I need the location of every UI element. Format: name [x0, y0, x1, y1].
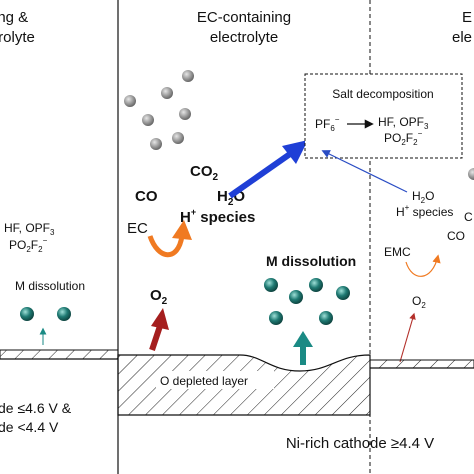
right-emc-label: EMC [384, 245, 411, 259]
right-emc-reaction-arrow [405, 254, 441, 277]
h-species-label: H+ species [180, 207, 255, 226]
gas-sphere [142, 114, 154, 126]
right-co-label: CO [447, 229, 465, 243]
dissolution-arrowhead [293, 331, 313, 347]
right-thin-blue-arrow [321, 150, 408, 193]
right-o2-label: O2 [412, 294, 426, 310]
right-header-line2: ele [452, 29, 472, 46]
left-cathode-surface [0, 349, 119, 360]
pf6-label: PF6− [315, 115, 340, 133]
right-h2o-label: H2O [412, 189, 434, 205]
gas-sphere [182, 70, 194, 82]
salt-hf-opf3: HF, OPF3 [378, 115, 429, 131]
left-hf-opf3: HF, OPF3 [4, 221, 55, 237]
left-header-line1: ing & [0, 9, 28, 26]
blue-arrow-to-salt-head [282, 140, 308, 164]
left-metal-ion-2 [57, 307, 71, 321]
right-gas-sphere [468, 168, 474, 180]
salt-po2f2: PO2F2− [384, 129, 423, 147]
metal-ion [319, 311, 333, 325]
ec-reaction-arrowhead [172, 220, 192, 240]
ec-reaction-arrow [147, 235, 185, 258]
co2-label: CO2 [190, 163, 219, 183]
gas-sphere [124, 95, 136, 107]
left-po2f2: PO2F2− [9, 236, 48, 254]
o-depleted-layer-label: O depleted layer [160, 374, 248, 388]
salt-decomposition-box [304, 73, 463, 159]
right-cathode-surface [369, 359, 474, 369]
center-m-dissolution: M dissolution [266, 253, 356, 269]
right-thin-red-arrow [399, 312, 416, 363]
blue-arrow-to-salt [228, 151, 292, 199]
right-c-fragment: C [464, 210, 473, 224]
center-header-line1: EC-containing [197, 9, 291, 26]
o2-release-arrowhead [151, 308, 169, 330]
left-bottom-line1: de ≤4.6 V & [0, 400, 72, 416]
co-label: CO [135, 188, 158, 205]
left-bottom-line2: de <4.4 V [0, 419, 59, 435]
gas-sphere [150, 138, 162, 150]
ec-label: EC [127, 220, 148, 237]
metal-ion [336, 286, 350, 300]
gas-sphere [179, 108, 191, 120]
gas-sphere [172, 132, 184, 144]
metal-ion [269, 311, 283, 325]
o-depleted-label-bg [156, 371, 274, 389]
gas-sphere [161, 87, 173, 99]
metal-ion [309, 278, 323, 292]
left-m-dissolution: M dissolution [15, 279, 85, 293]
center-header-line2: electrolyte [210, 29, 278, 46]
o2-release-arrow [149, 325, 163, 351]
right-h-species-label: H+ species [396, 203, 453, 219]
salt-decomposition-title: Salt decomposition [332, 87, 433, 101]
o2-label: O2 [150, 287, 168, 307]
metal-ion [289, 290, 303, 304]
left-metal-ion-1 [20, 307, 34, 321]
left-header-line2: trolyte [0, 29, 35, 46]
center-cathode-label: Ni-rich cathode ≥4.4 V [286, 435, 434, 452]
metal-ion [264, 278, 278, 292]
right-header-line1: E [462, 9, 472, 26]
